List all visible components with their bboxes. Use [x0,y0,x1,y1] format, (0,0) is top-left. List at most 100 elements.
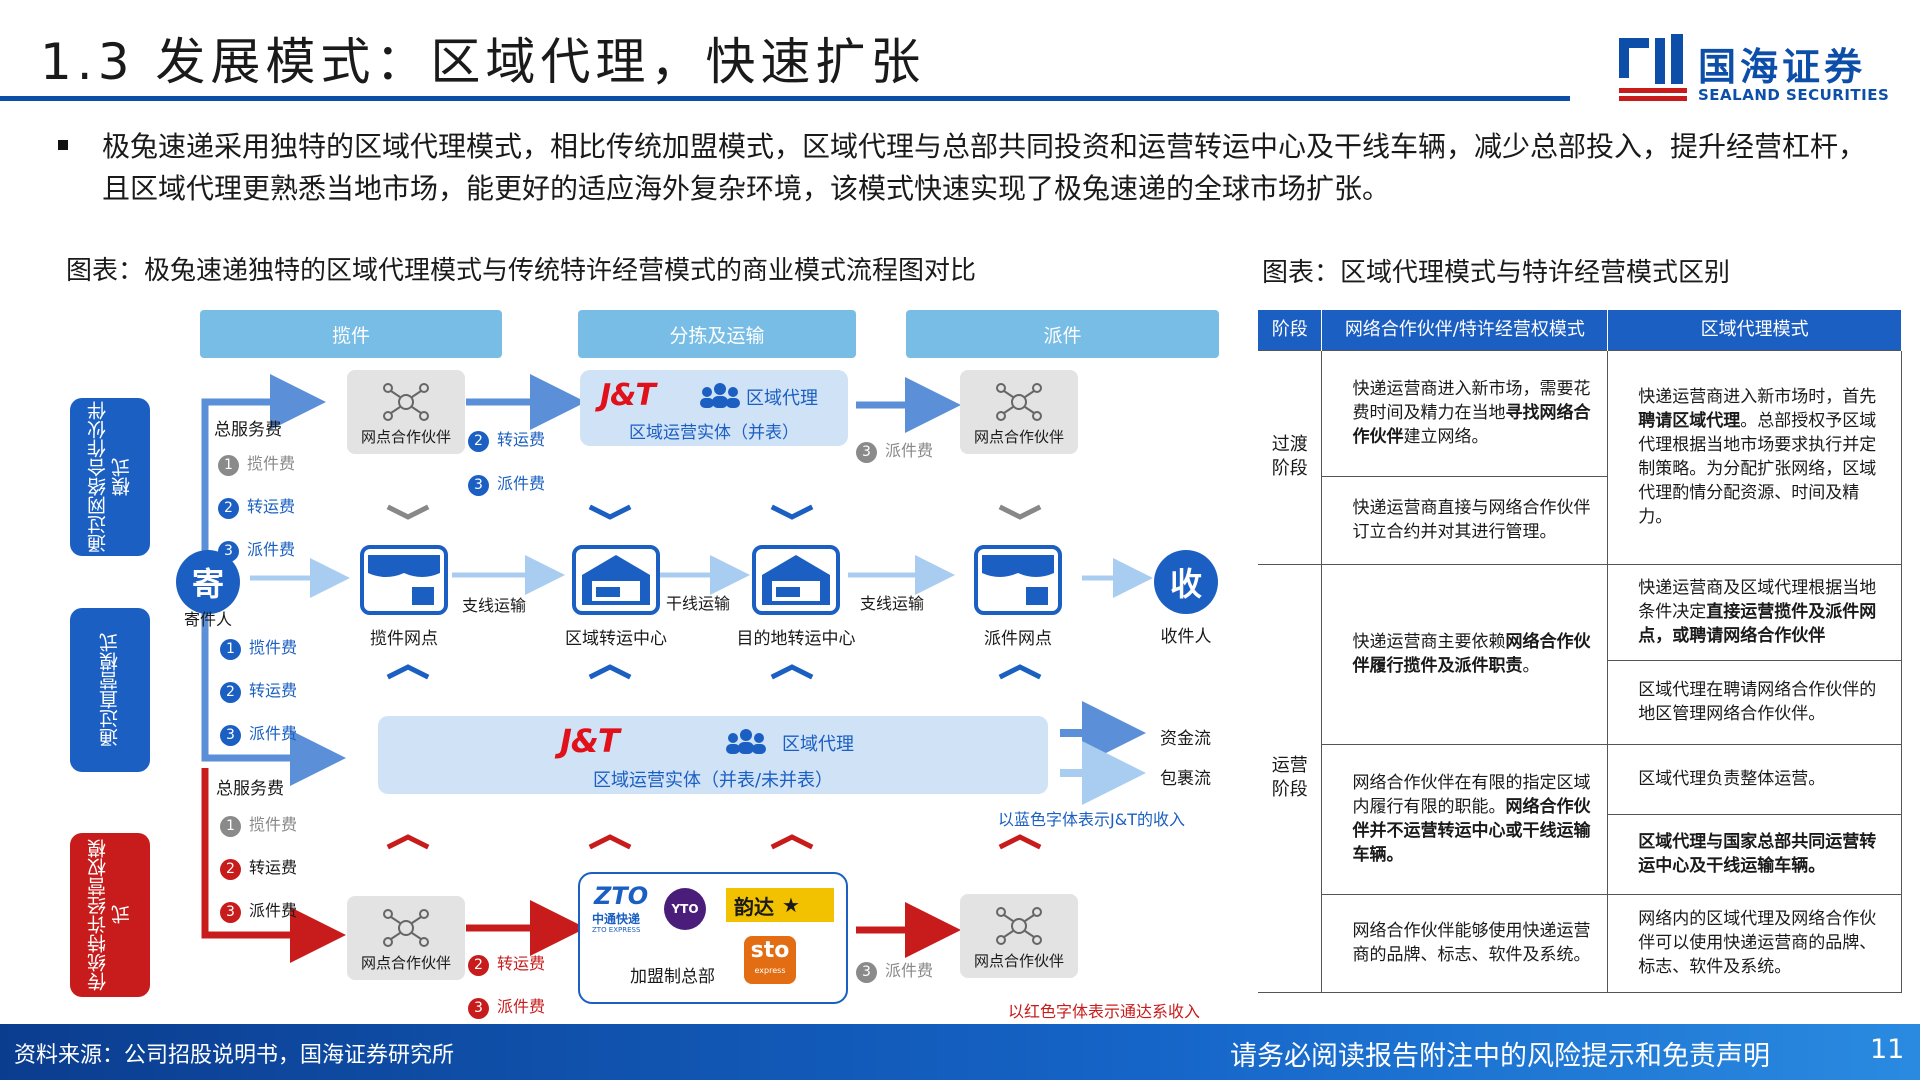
bullet-marker [58,140,68,150]
chain-pickup-point: 揽件网点 [370,629,438,649]
table-header-row: 阶段 网络合作伙伴/特许经营权模式 区域代理模式 [1258,310,1902,350]
zto-cn: 中通快递 [592,912,641,926]
table-cell: 快递运营商及区域代理根据当地条件决定直接运营揽件及派件网点，或聘请网络合作伙伴 [1607,563,1902,661]
total-fee-top: 总服务费 [214,420,282,440]
zto-logo: ZTO [594,882,649,910]
arrow-direct-fee [201,600,346,786]
table-cell: 区域代理与国家总部共同运营转运中心及干线运输车辆。 [1607,813,1902,895]
link-branch-1: 支线运输 [462,596,527,615]
store-icon [360,545,448,615]
diagram-caption: 图表：极兔速递独特的区域代理模式与传统特许经营模式的商业模式流程图对比 [66,256,977,286]
table-row: 网络合作伙伴能够使用快递运营商的品牌、标志、软件及系统。 网络内的区域代理及网络… [1258,893,1902,993]
link-trunk: 干线运输 [666,594,731,613]
network-icon [996,907,1042,945]
receiver-label: 收件人 [1160,627,1212,647]
footer-bar [0,1024,1920,1080]
table-row: 区域代理与国家总部共同运营转运中心及干线运输车辆。 [1258,813,1902,895]
receiver-icon: 收 [1154,550,1218,614]
regional-agent-label: 区域代理 [746,388,818,409]
link-branch-2: 支线运输 [860,594,925,613]
col-header-agent: 区域代理模式 [1607,310,1902,350]
chevron-up-icon [588,834,632,850]
total-fee-bottom: 总服务费 [216,779,284,799]
zto-en: ZTO EXPRESS [592,926,641,934]
mode-direct: 通过直营模式 [70,608,150,772]
store-icon [974,545,1062,615]
chevron-up-icon [770,664,814,680]
table-cell: 快递运营商进入新市场时，首先聘请区域代理。总部授权予区域代理根据当地市场要求执行… [1607,349,1902,565]
chain-destination-hub: 目的地转运中心 [736,629,856,649]
arrow-network-fee [201,374,326,560]
page-title: 1.3 发展模式：区域代理，快速扩张 [40,33,926,91]
legend-parcel: 包裹流 [1160,769,1211,789]
footer-source: 资料来源：公司招股说明书，国海证券研究所 [14,1043,455,1068]
partner-node-top-right: 网点合作伙伴 [960,370,1078,454]
people-icon [700,383,740,408]
col-header-stage: 阶段 [1258,310,1323,350]
chevron-down-icon [770,504,814,520]
people-icon [726,729,766,754]
network-icon [996,383,1042,421]
table-row: 过渡阶段 快递运营商进入新市场，需要花费时间及精力在当地寻找网络合作伙伴建立网络… [1258,349,1902,565]
footer-disclaimer[interactable]: 请务必阅读报告附注中的风险提示和免责声明 [1230,1041,1770,1072]
summary-bullet: 极兔速递采用独特的区域代理模式，相比传统加盟模式，区域代理与总部共同投资和运营转… [102,130,1867,205]
mode-franchise: 传统特许经营权模式 [70,833,150,997]
table-cell: 区域代理负责整体运营。 [1607,743,1902,815]
logo-text-en: SEALAND SECURITIES [1698,86,1890,104]
chevron-up-icon [588,664,632,680]
partner-node-top-left: 网点合作伙伴 [347,370,465,454]
chevron-up-icon [386,834,430,850]
comparison-table: 阶段 网络合作伙伴/特许经营权模式 区域代理模式 过渡阶段 快递运营商进入新市场… [1258,310,1902,993]
phase-delivery: 派件 [906,310,1219,358]
note-blue-revenue: 以蓝色字体表示J&T的收入 [998,810,1185,829]
warehouse-icon [752,545,840,615]
phase-pickup: 揽件 [200,310,502,358]
flow-lines [201,374,1153,963]
regional-entity-top: J&T 区域代理 区域运营实体（并表） [580,370,848,446]
entity-mid-label: 区域运营实体（并表/未并表） [592,770,834,791]
regional-entity-mid: J&T 区域代理 区域运营实体（并表/未并表） [378,716,1048,794]
yto-logo: YTO [664,888,706,930]
table-cell: 网络内的区域代理及网络合作伙伴可以使用快递运营商的品牌、标志、软件及系统。 [1607,893,1902,993]
partner-node-bottom-right: 网点合作伙伴 [960,894,1078,978]
table-caption: 图表：区域代理模式与特许经营模式区别 [1262,258,1731,288]
table-cell: 区域代理在聘请网络合作伙伴的地区管理网络合作伙伴。 [1607,659,1902,745]
yunda-logo: 韵达★ [726,888,834,922]
stage-transition: 过渡阶段 [1258,349,1323,565]
arrow-franchise-fee [201,768,346,963]
sender-label: 寄件人 [183,610,232,629]
col-header-franchise: 网络合作伙伴/特许经营权模式 [1321,310,1609,350]
chevron-up-icon [998,664,1042,680]
note-red-revenue: 以红色字体表示通达系收入 [1008,1002,1201,1021]
sender-icon: 寄 [176,550,240,614]
logo-text-cn: 国海证券 [1698,45,1867,89]
legend-money: 资金流 [1160,729,1211,749]
title-divider [0,96,1570,101]
table-cell: 网络合作伙伴在有限的指定区域内履行有限的职能。网络合作伙伴并不运营转运中心或干线… [1321,743,1609,895]
page-number: 11 [1870,1034,1905,1065]
chain-delivery-point: 派件网点 [984,629,1052,649]
chevron-down-icon [998,504,1042,520]
franchise-hq-label: 加盟制总部 [630,967,715,987]
entity-top-label: 区域运营实体（并表） [629,423,799,443]
table-row: 区域代理在聘请网络合作伙伴的地区管理网络合作伙伴。 [1258,659,1902,745]
stage-operation: 运营阶段 [1258,563,1323,993]
chevron-up-icon [770,834,814,850]
chevron-up-icon [386,664,430,680]
sealand-logo-icon [1619,34,1687,101]
chevron-down-icon [588,504,632,520]
